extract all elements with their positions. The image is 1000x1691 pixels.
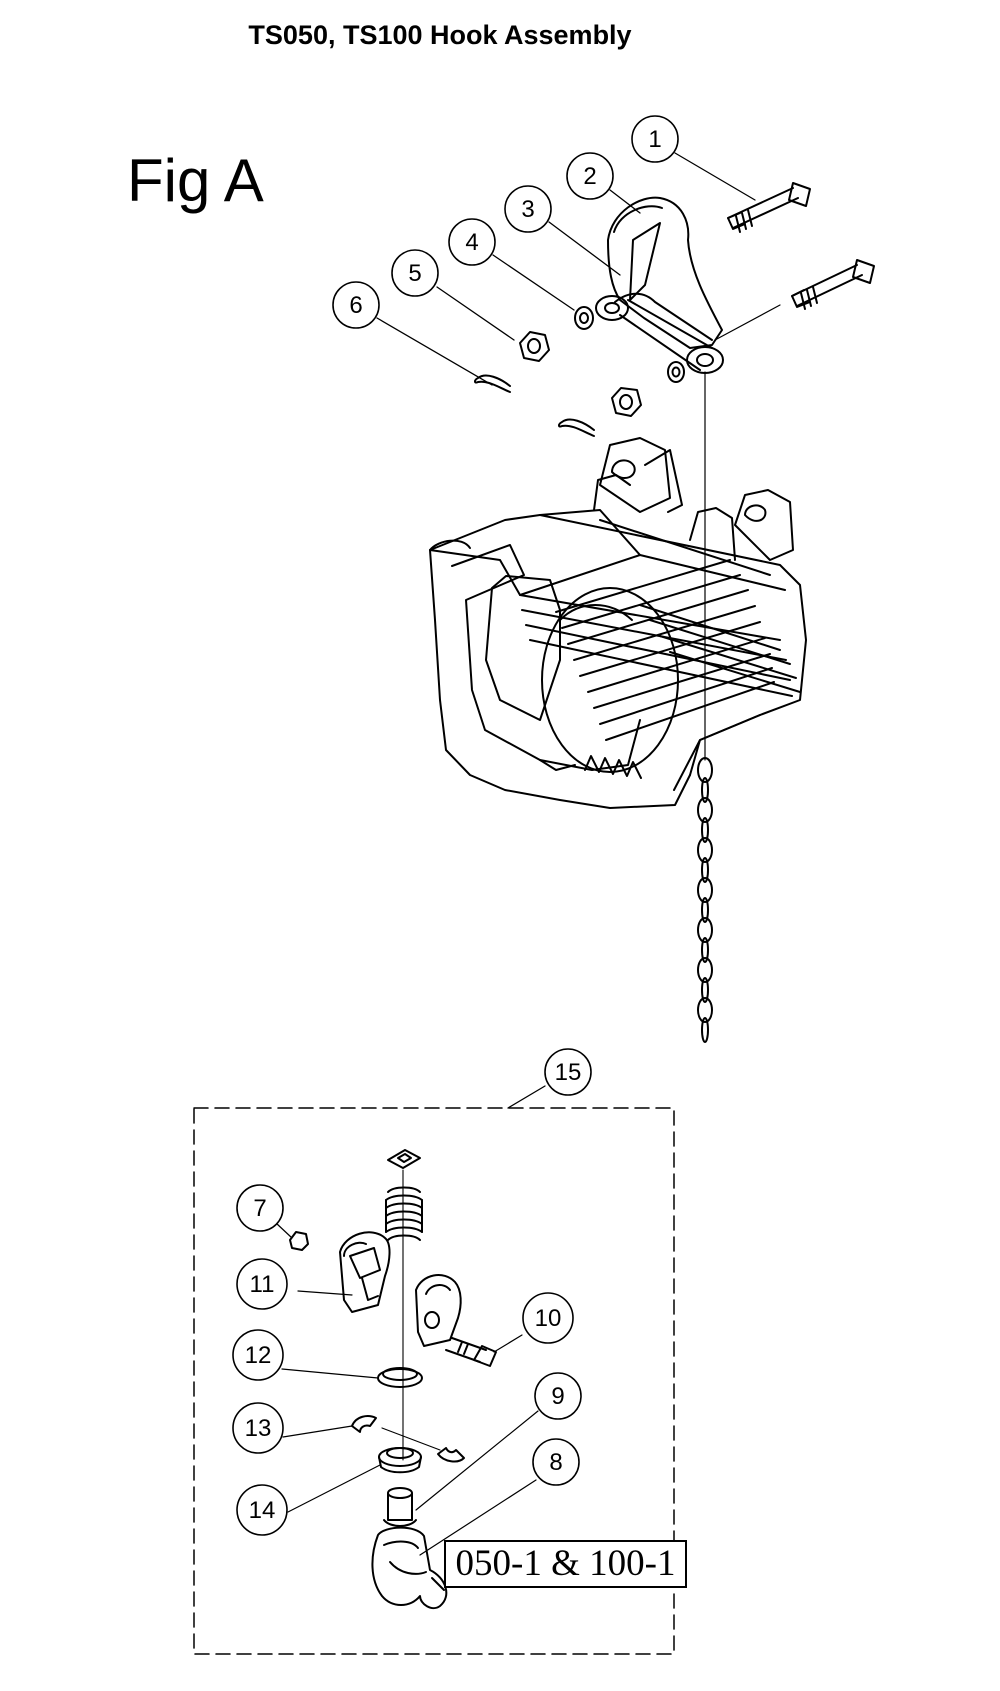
leader-14 bbox=[287, 1464, 381, 1513]
part-8-hook bbox=[371, 1526, 448, 1610]
leader-6 bbox=[376, 317, 493, 386]
bolt-upper bbox=[727, 182, 811, 233]
leader-3 bbox=[548, 221, 621, 276]
callout-9: 9 bbox=[534, 1372, 582, 1420]
callout-12: 12 bbox=[232, 1329, 284, 1381]
callout-12-label: 12 bbox=[245, 1342, 272, 1369]
callout-5: 5 bbox=[391, 249, 439, 297]
chain-link bbox=[697, 877, 713, 903]
callout-5-label: 5 bbox=[408, 260, 421, 287]
spring bbox=[385, 1186, 423, 1241]
callout-4: 4 bbox=[448, 218, 496, 266]
part-10-block bbox=[415, 1274, 462, 1347]
part-11-latch-body bbox=[339, 1231, 391, 1313]
callout-8: 8 bbox=[532, 1438, 580, 1486]
callout-10: 10 bbox=[522, 1292, 574, 1344]
bolt-lower bbox=[714, 259, 875, 341]
load-chain bbox=[697, 757, 713, 1043]
callout-15-label: 15 bbox=[555, 1059, 582, 1086]
callout-7: 7 bbox=[236, 1184, 284, 1232]
callout-2: 2 bbox=[566, 152, 614, 200]
chain-link bbox=[701, 857, 709, 883]
chain-link bbox=[697, 917, 713, 943]
chain-link bbox=[701, 817, 709, 843]
part-13-retainer-rings bbox=[351, 1415, 465, 1463]
callout-9-label: 9 bbox=[551, 1383, 564, 1410]
leader-5 bbox=[436, 286, 515, 341]
cotter-pin-6 bbox=[474, 374, 511, 393]
chain-link bbox=[701, 977, 709, 1003]
leader-15 bbox=[507, 1085, 546, 1109]
part-12-ring bbox=[377, 1367, 423, 1388]
washer-4 bbox=[574, 306, 594, 330]
callout-15: 15 bbox=[544, 1048, 592, 1096]
chain-link bbox=[701, 937, 709, 963]
chain-link bbox=[697, 757, 713, 783]
hook-bracket bbox=[595, 196, 724, 374]
callout-3: 3 bbox=[504, 185, 552, 233]
set-part-number-label: 050-1 & 100-1 bbox=[444, 1540, 687, 1588]
callout-8-label: 8 bbox=[549, 1449, 562, 1476]
chain-link bbox=[697, 797, 713, 823]
callout-7-label: 7 bbox=[253, 1195, 266, 1222]
leader-9 bbox=[415, 1410, 539, 1511]
callout-14: 14 bbox=[236, 1484, 288, 1536]
chain-link bbox=[701, 897, 709, 923]
leader-8 bbox=[419, 1479, 537, 1556]
washer-lower bbox=[667, 361, 685, 383]
callout-1-label: 1 bbox=[648, 126, 661, 153]
leader-12 bbox=[281, 1368, 379, 1379]
square-washer bbox=[387, 1149, 421, 1169]
callout-14-label: 14 bbox=[249, 1497, 276, 1524]
leader-1 bbox=[674, 152, 756, 201]
callout-10-label: 10 bbox=[535, 1305, 562, 1332]
part-14-bearing bbox=[378, 1447, 422, 1474]
callout-11: 11 bbox=[236, 1258, 288, 1310]
cotter-pin-lower bbox=[558, 418, 595, 437]
callout-13: 13 bbox=[232, 1402, 284, 1454]
leader-13 bbox=[282, 1425, 353, 1438]
callout-6-label: 6 bbox=[349, 292, 362, 319]
nut-lower bbox=[611, 387, 642, 417]
figure-label: Fig A bbox=[127, 147, 264, 214]
leader-4 bbox=[492, 254, 575, 311]
part-9-shank bbox=[383, 1487, 417, 1527]
callouts: 1 2 3 4 5 6 15 7 11 10 12 9 13 8 14 bbox=[232, 115, 679, 1536]
chain-link bbox=[697, 837, 713, 863]
hoist-frame bbox=[429, 437, 807, 809]
callout-2-label: 2 bbox=[583, 163, 596, 190]
chain-link bbox=[697, 957, 713, 983]
nut-5 bbox=[519, 331, 550, 362]
hook-set-boundary bbox=[193, 1107, 675, 1655]
page-title: TS050, TS100 Hook Assembly bbox=[248, 20, 632, 50]
chain-link bbox=[701, 777, 709, 803]
callout-1: 1 bbox=[631, 115, 679, 163]
leader-10 bbox=[493, 1334, 523, 1353]
leader-11 bbox=[297, 1290, 353, 1296]
callout-4-label: 4 bbox=[465, 229, 478, 256]
part-10-screw bbox=[445, 1337, 497, 1367]
callout-11-label: 11 bbox=[250, 1271, 275, 1298]
callout-3-label: 3 bbox=[521, 196, 534, 223]
chain-link bbox=[701, 1017, 709, 1043]
callout-13-label: 13 bbox=[245, 1415, 272, 1442]
part-7-nut bbox=[289, 1231, 309, 1251]
callout-6: 6 bbox=[332, 281, 380, 329]
chain-link bbox=[697, 997, 713, 1023]
